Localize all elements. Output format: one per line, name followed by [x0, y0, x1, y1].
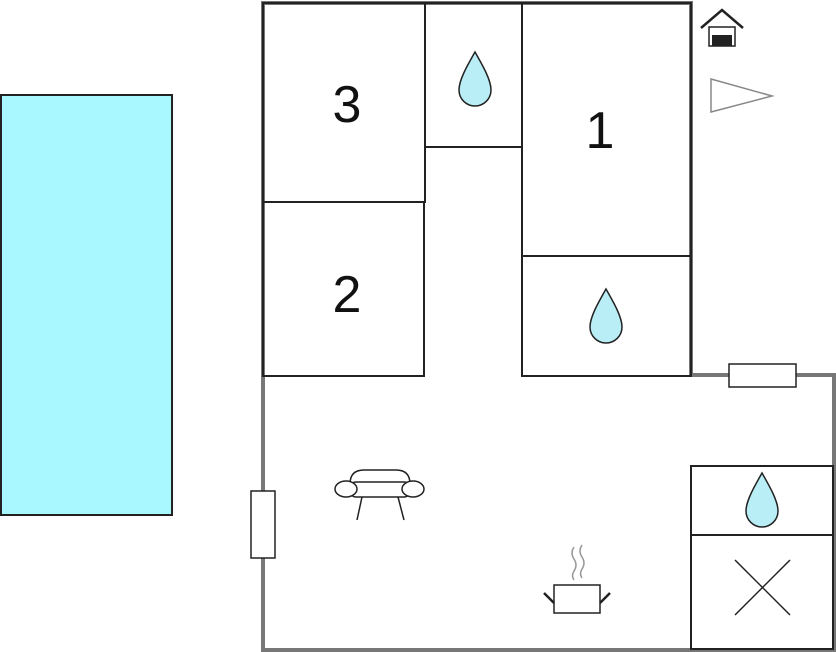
bathroom-top: [424, 2, 523, 148]
water-drop-icon: [458, 50, 492, 107]
cross-icon: [734, 559, 791, 616]
room-label: 2: [333, 266, 362, 324]
cooking-pot-icon: [543, 544, 611, 614]
swimming-pool: [0, 94, 173, 516]
room-label: 1: [586, 102, 615, 160]
bedroom-3: 3: [262, 2, 426, 203]
house-entrance-icon: [700, 8, 744, 47]
window-right-wall: [728, 363, 797, 388]
storage-room: [690, 534, 834, 650]
sofa-icon: [334, 469, 425, 521]
water-drop-icon: [589, 287, 623, 344]
bathroom-middle: [521, 255, 692, 377]
window-left-wall: [250, 490, 276, 559]
bedroom-2: 2: [262, 201, 425, 377]
bathroom-bottom-right: [690, 465, 834, 536]
water-drop-icon: [745, 471, 779, 528]
room-label: 3: [333, 76, 362, 134]
bedroom-1: 1: [521, 2, 692, 257]
north-arrow-icon: [710, 78, 775, 113]
